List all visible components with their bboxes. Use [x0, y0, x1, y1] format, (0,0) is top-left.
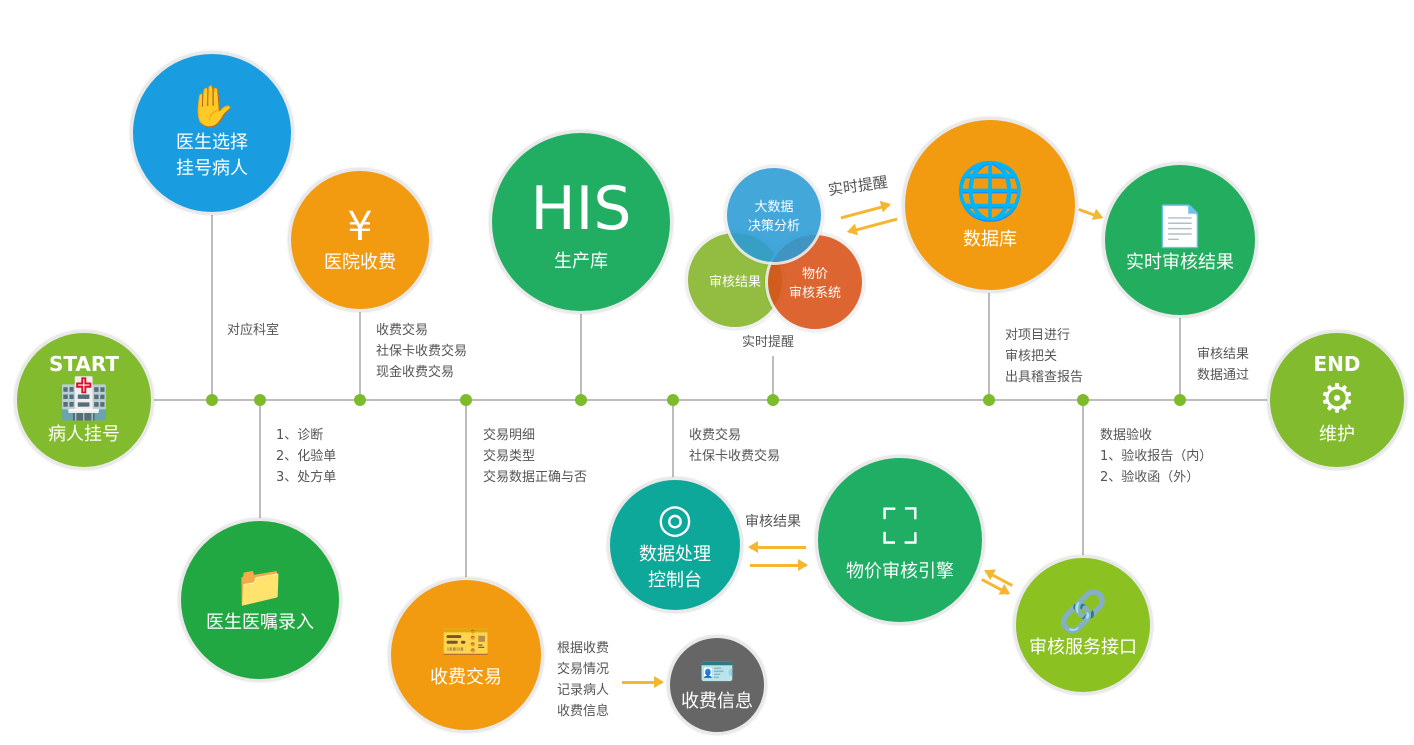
venn-price-line1: 物价: [801, 267, 828, 282]
arrow-right: [1078, 207, 1102, 220]
note-remind-bottom: 实时提醒: [742, 335, 795, 350]
note-engine-result: 审核结果: [745, 514, 801, 530]
note-record: 根据收费 交易情况 记录病人 收费信息: [557, 641, 610, 719]
link-icon: 🔗: [1058, 589, 1108, 635]
realtime-result-node: 📄 实时审核结果: [1102, 162, 1258, 318]
timeline-dot: [1174, 394, 1186, 406]
arrow-left: [748, 541, 806, 553]
doctor-select-node: ✋ 医生选择 挂号病人: [130, 51, 294, 215]
audit-api-node: 🔗 审核服务接口: [1013, 555, 1153, 695]
start-label: 病人挂号: [48, 424, 120, 445]
price-engine-node: ⛶ 物价审核引擎: [815, 455, 985, 625]
realtime-result-label: 实时审核结果: [1126, 252, 1234, 273]
connector: [988, 290, 990, 400]
note-db: 对项目进行 审核把关 出具稽查报告: [1005, 328, 1084, 385]
hospital-fee-label: 医院收费: [324, 252, 396, 273]
globe-laptop-icon: 🌐: [955, 159, 1025, 224]
note-trade: 交易明细 交易类型 交易数据正确与否: [483, 428, 588, 485]
arrow-right: [622, 676, 664, 688]
note-diag: 1、诊断 2、化验单 3、处方单: [276, 428, 337, 485]
arrow-right: [840, 203, 890, 220]
broadcast-user-icon: ◎: [657, 496, 693, 542]
note-accept: 数据验收 1、验收报告（内） 2、验收函（外）: [1100, 428, 1213, 485]
doctor-select-line2: 挂号病人: [176, 158, 248, 179]
connector: [580, 310, 582, 400]
connector: [772, 356, 774, 400]
connector: [259, 400, 261, 520]
timeline-dot: [254, 394, 266, 406]
presentation-icon: ⛶: [882, 498, 918, 556]
connector: [1179, 315, 1181, 400]
fee-info-label: 收费信息: [681, 691, 753, 712]
database-node: 🌐 数据库: [902, 117, 1078, 293]
fee-trade-label: 收费交易: [430, 667, 502, 688]
connector: [359, 310, 361, 400]
end-node: END ⚙ 维护: [1267, 330, 1407, 470]
medical-folder-icon: 📁: [235, 564, 285, 610]
hospital-icon: 🏥: [59, 376, 109, 422]
venn-bigdata-line1: 大数据: [754, 200, 794, 215]
gear-icon: ⚙: [1319, 376, 1355, 422]
timeline-dot: [767, 394, 779, 406]
his-title: HIS: [530, 174, 632, 244]
timeline-dot: [667, 394, 679, 406]
note-dept: 对应科室: [227, 323, 280, 338]
venn-bigdata: 大数据 决策分析: [724, 165, 824, 265]
connector: [672, 400, 674, 480]
fee-info-node: 🪪 收费信息: [667, 635, 767, 735]
end-label: 维护: [1319, 424, 1355, 445]
yen-hand-icon: ¥: [347, 204, 373, 250]
timeline: [84, 399, 1337, 401]
timeline-dot: [575, 394, 587, 406]
timeline-dot: [206, 394, 218, 406]
audit-api-label: 审核服务接口: [1029, 637, 1137, 658]
connector: [465, 400, 467, 580]
arrow-right: [750, 559, 808, 571]
note-remind-top: 实时提醒: [826, 172, 889, 200]
start-title: START: [48, 352, 120, 376]
start-node: START 🏥 病人挂号: [14, 330, 154, 470]
data-console-node: ◎ 数据处理 控制台: [607, 477, 743, 613]
venn-bigdata-line2: 决策分析: [747, 219, 800, 234]
document-icon: 📄: [1155, 204, 1205, 250]
note-console: 收费交易 社保卡收费交易: [689, 428, 781, 464]
note-result: 审核结果 数据通过: [1197, 347, 1250, 383]
timeline-dot: [1077, 394, 1089, 406]
database-label: 数据库: [963, 229, 1017, 250]
timeline-dot: [460, 394, 472, 406]
hospital-fee-node: ¥ 医院收费: [288, 168, 432, 312]
connector: [1082, 400, 1084, 560]
note-fee: 收费交易 社保卡收费交易 现金收费交易: [376, 323, 468, 380]
id-card-icon: 🪪: [699, 655, 735, 688]
data-console-line2: 控制台: [648, 570, 702, 591]
hand-cards-icon: 🎫: [441, 619, 491, 665]
doctor-order-node: 📁 医生医嘱录入: [178, 518, 342, 682]
doctor-order-label: 医生医嘱录入: [206, 612, 314, 633]
venn-price-line2: 审核系统: [788, 286, 841, 301]
his-node: HIS 生产库: [489, 130, 673, 314]
data-console-line1: 数据处理: [639, 544, 711, 565]
timeline-dot: [983, 394, 995, 406]
fee-trade-node: 🎫 收费交易: [388, 577, 544, 733]
timeline-dot: [354, 394, 366, 406]
end-title: END: [1313, 352, 1361, 376]
arrow-left: [848, 217, 898, 234]
venn-audit-label: 审核结果: [708, 274, 761, 290]
his-label: 生产库: [554, 251, 608, 272]
connector: [211, 210, 213, 400]
price-engine-label: 物价审核引擎: [846, 561, 954, 582]
hand-ticket-icon: ✋: [187, 84, 237, 130]
doctor-select-line1: 医生选择: [176, 132, 248, 153]
